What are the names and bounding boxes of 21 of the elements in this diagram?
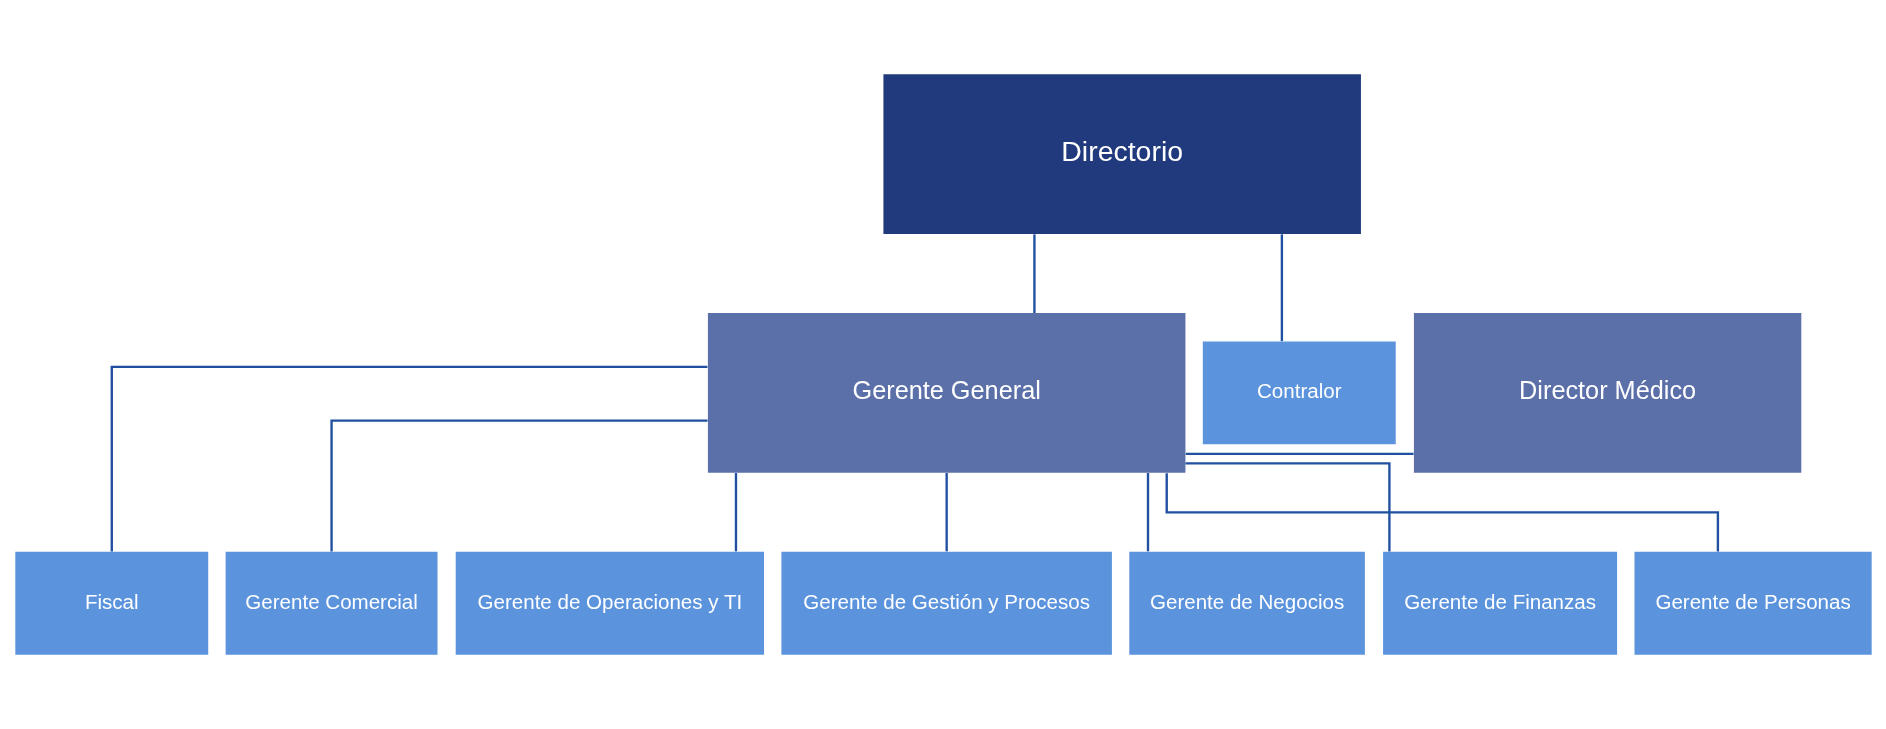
connector xyxy=(1185,462,1391,552)
connector xyxy=(329,419,708,552)
connector xyxy=(944,473,948,552)
connector xyxy=(1280,234,1283,342)
connector xyxy=(110,365,707,552)
node-box: Gerente de Personas xyxy=(1634,551,1872,655)
connector xyxy=(1146,473,1149,552)
connector xyxy=(734,473,737,552)
connector xyxy=(1185,452,1414,456)
node-box: Directorio xyxy=(882,74,1361,235)
node-box: Gerente de Finanzas xyxy=(1382,551,1617,655)
node-box: Gerente de Gestión y Procesos xyxy=(780,551,1112,655)
connector xyxy=(1032,234,1036,313)
node-box: Gerente de Negocios xyxy=(1128,551,1365,655)
node-box: Contralor xyxy=(1202,341,1396,445)
node-box: Gerente General xyxy=(707,313,1185,473)
node-box: Gerente Comercial xyxy=(225,551,437,655)
node-box: Director Médico xyxy=(1413,313,1801,473)
node-box: Gerente de Operaciones y TI xyxy=(455,551,764,655)
node-box: Fiscal xyxy=(14,551,208,655)
connector xyxy=(1165,473,1719,552)
